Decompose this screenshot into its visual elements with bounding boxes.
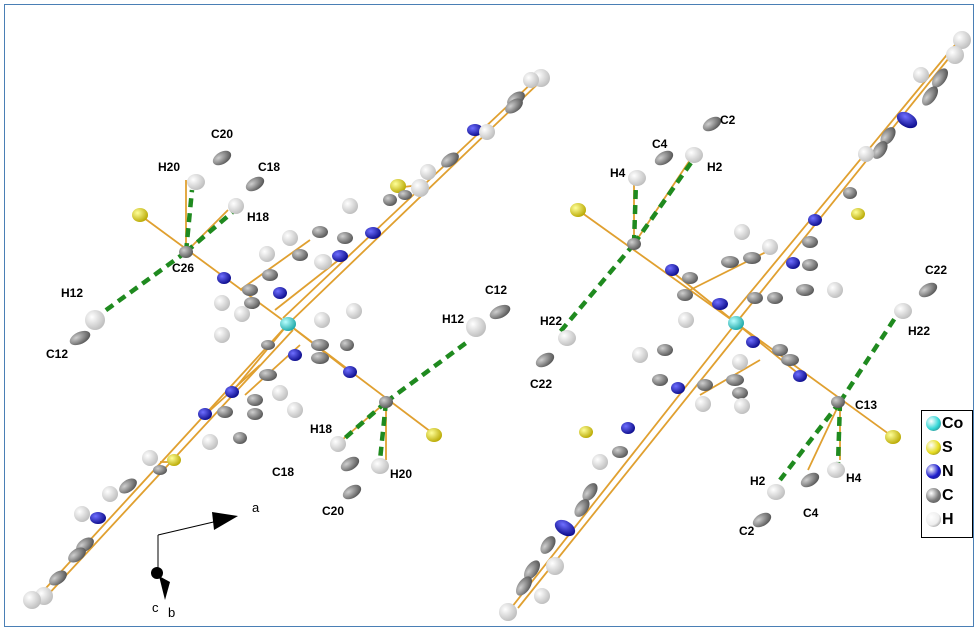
right-hbond-contacts — [558, 158, 897, 482]
atom-label: C12 — [485, 283, 507, 297]
atom-label: C26 — [172, 261, 194, 275]
atom-label: H2 — [750, 474, 766, 488]
legend-label: N — [942, 463, 954, 480]
atom-label: H2 — [707, 160, 723, 174]
atom-label: C2 — [739, 524, 755, 538]
right-atom-labels: C2 C4 H4 H2 H22 C22 C22 H22 C13 H2 H4 C4… — [530, 113, 947, 538]
atom-label: C20 — [322, 504, 344, 518]
atom-label: C22 — [530, 377, 552, 391]
c-axis-arrow-icon — [151, 567, 163, 579]
axis-label-b: b — [168, 605, 175, 620]
legend-label: C — [942, 487, 954, 504]
legend-label: S — [942, 439, 953, 456]
figure-frame — [4, 4, 974, 627]
atom-label: H12 — [61, 286, 83, 300]
hydrogen-sphere-icon — [926, 512, 941, 527]
atom-label: H4 — [610, 166, 626, 180]
legend-item-s: S — [924, 438, 972, 458]
atom-label: H12 — [442, 312, 464, 326]
atom-label: C20 — [211, 127, 233, 141]
atom-label: C18 — [258, 160, 280, 174]
legend-label: Co — [942, 415, 964, 432]
atom-label: C13 — [855, 398, 877, 412]
atom-label: H20 — [390, 467, 412, 481]
axis-label-c: c — [152, 600, 159, 615]
atom-label: C4 — [652, 137, 668, 151]
atom-label: C18 — [272, 465, 294, 479]
nitrogen-sphere-icon — [926, 464, 941, 479]
atom-label: H18 — [247, 210, 269, 224]
a-axis-arrow-icon — [212, 512, 238, 530]
legend-label: H — [942, 511, 954, 528]
carbon-sphere-icon — [926, 488, 941, 503]
left-molecule — [23, 69, 550, 609]
right-atoms — [499, 31, 971, 621]
atom-label: C12 — [46, 347, 68, 361]
atom-label: C2 — [720, 113, 736, 127]
atom-label: C22 — [925, 263, 947, 277]
atom-label: H22 — [908, 324, 930, 338]
left-atom-labels: C20 H20 C18 H18 C26 H12 C12 C12 H12 H18 … — [46, 127, 507, 518]
sulfur-sphere-icon — [926, 440, 941, 455]
right-molecule — [499, 31, 971, 621]
atom-label: H18 — [310, 422, 332, 436]
atom-label: C4 — [803, 506, 819, 520]
legend-item-c: C — [924, 486, 972, 506]
legend-item-h: H — [924, 510, 972, 530]
cobalt-sphere-icon — [926, 416, 941, 431]
axis-indicator: a c b — [151, 500, 260, 620]
b-axis-arrow-icon — [159, 576, 170, 600]
legend-item-n: N — [924, 462, 972, 482]
left-atoms — [23, 69, 550, 609]
left-hbond-contacts — [100, 189, 472, 461]
atom-label: H22 — [540, 314, 562, 328]
element-legend: Co S N C H — [921, 410, 973, 538]
legend-item-co: Co — [924, 414, 972, 434]
axis-label-a: a — [252, 500, 260, 515]
left-bonds — [34, 76, 546, 601]
atom-label: H20 — [158, 160, 180, 174]
atom-label: H4 — [846, 471, 862, 485]
